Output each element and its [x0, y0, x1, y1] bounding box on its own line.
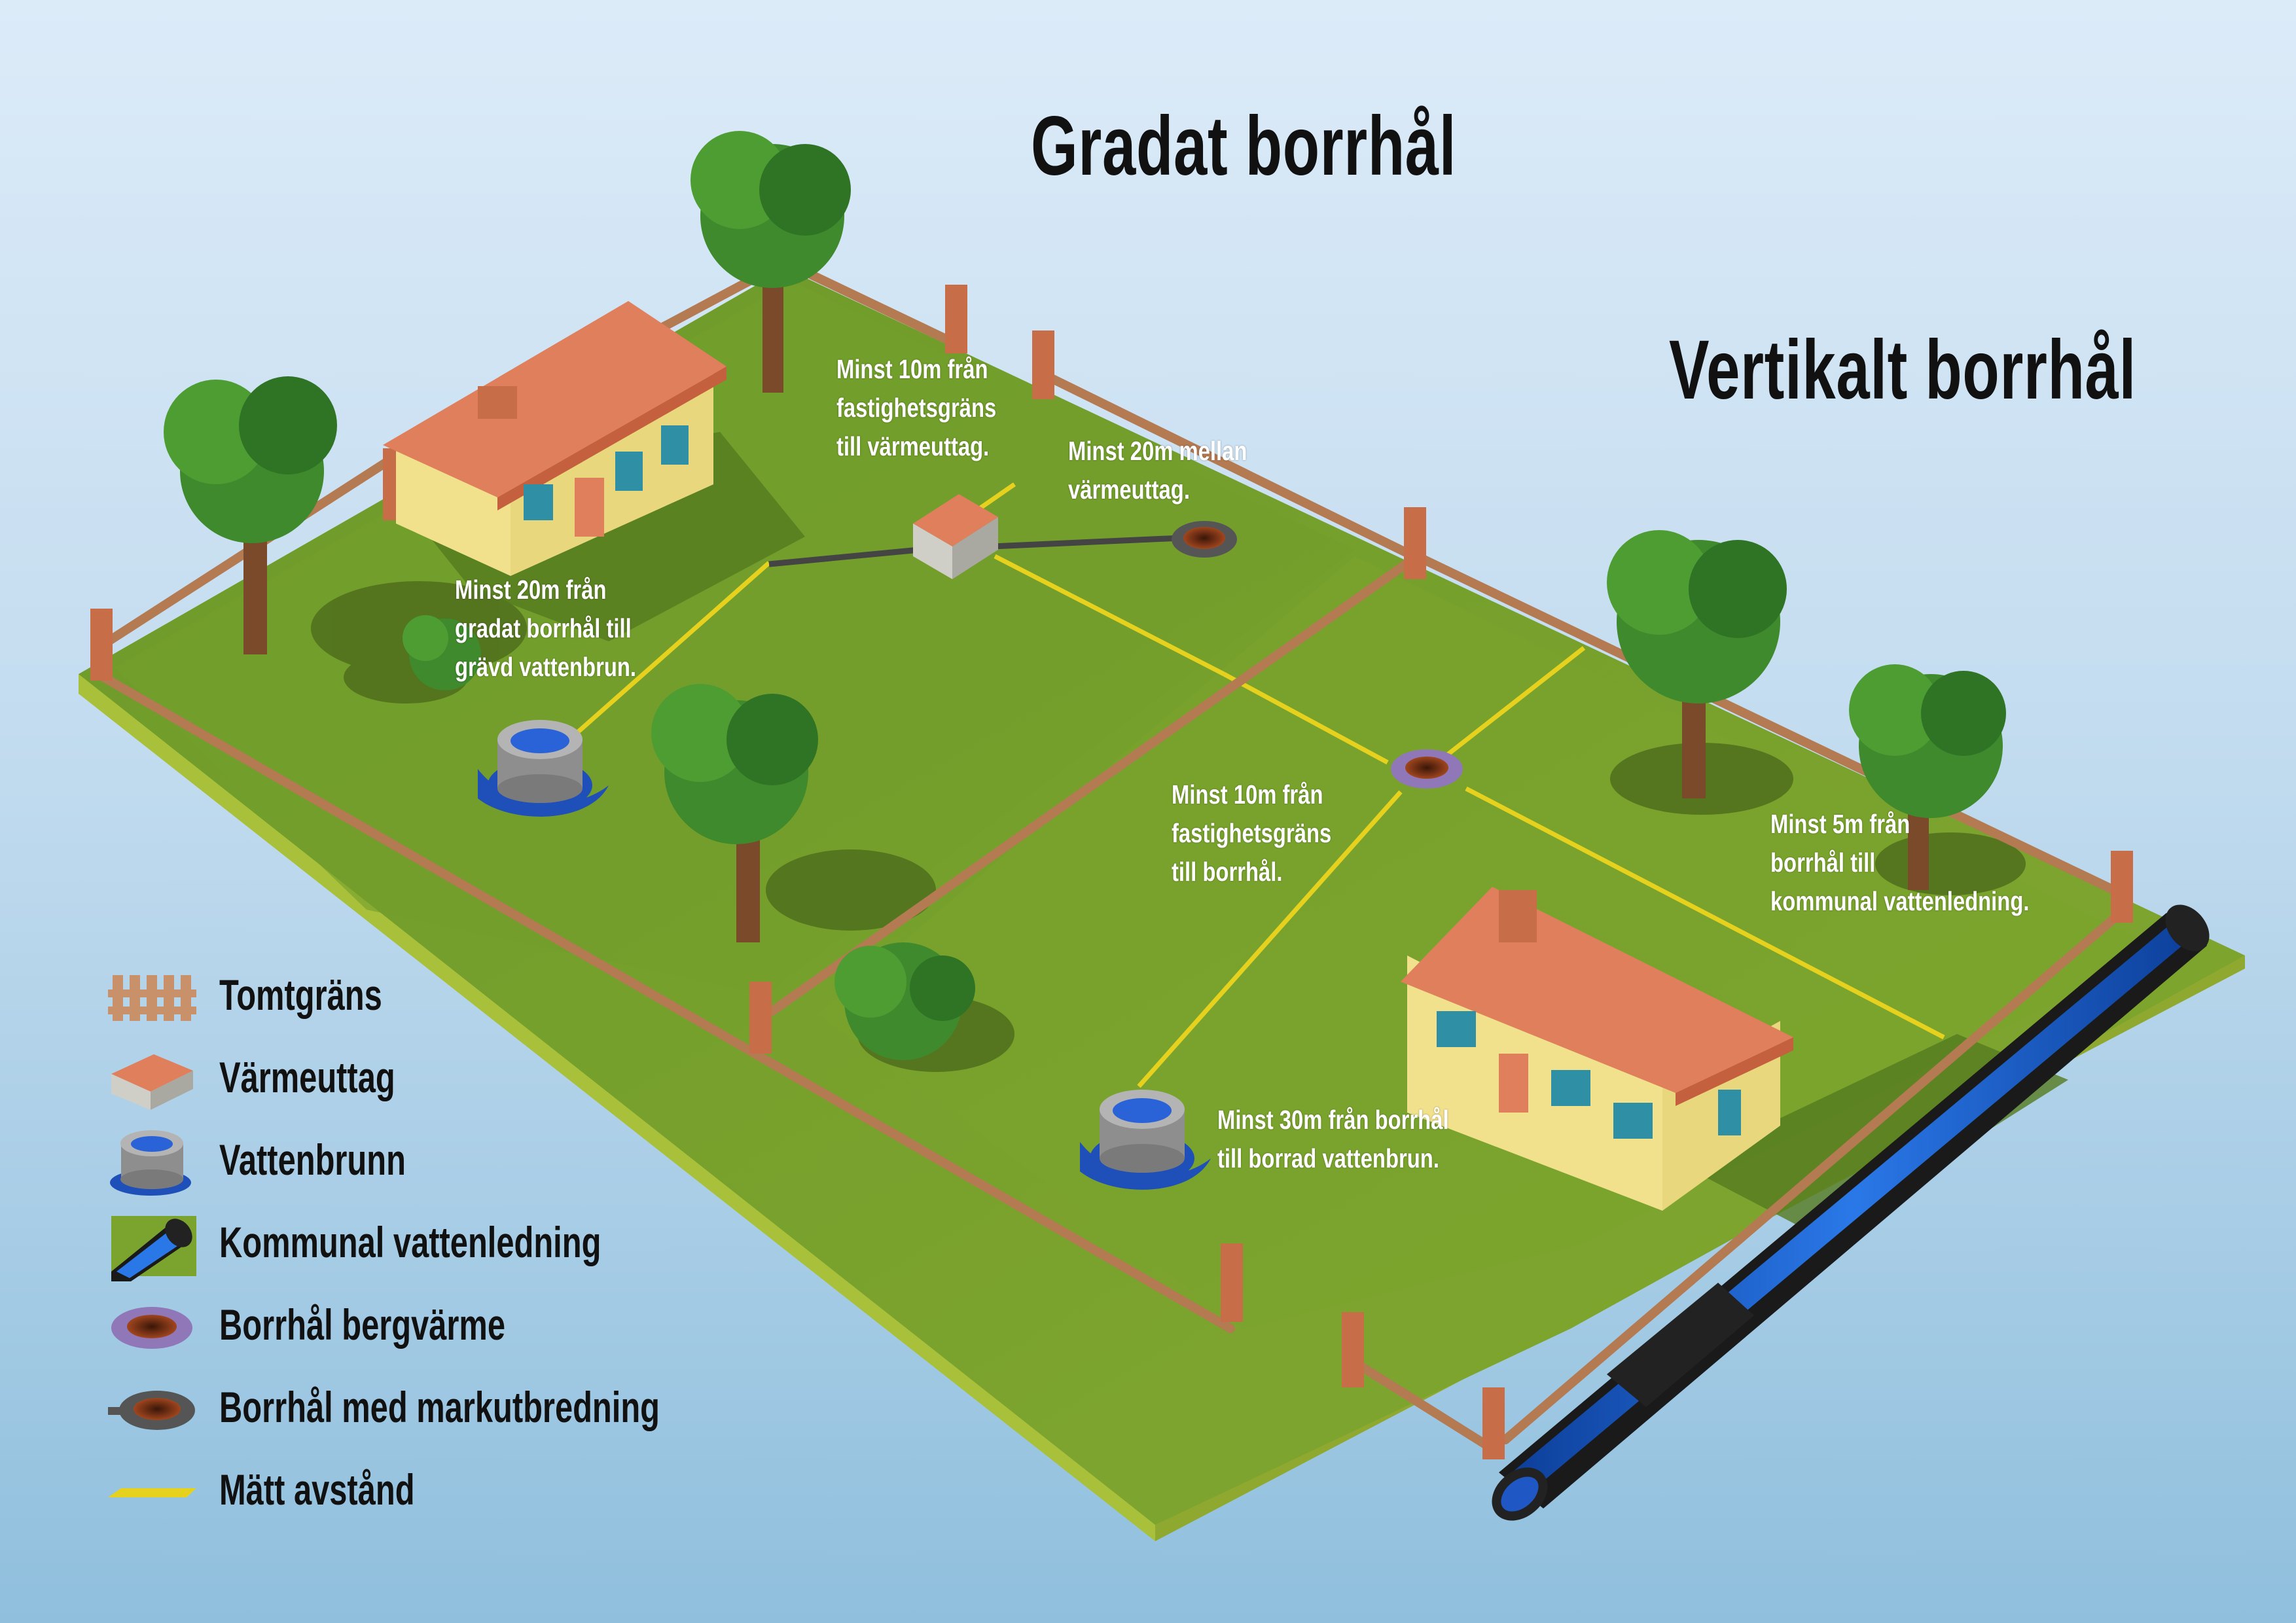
note-line: Minst 5m från [1770, 809, 1910, 839]
plot-left [115, 281, 1355, 995]
geothermal-borehole-icon [111, 1307, 192, 1349]
legend-item-vattenbrunn: Vattenbrunn [105, 1127, 694, 1199]
ground-borehole-icon [108, 1391, 195, 1430]
tree-3 [651, 684, 818, 942]
note-line: fastighetsgräns [836, 393, 997, 423]
note-line: grävd vattenbrun. [455, 652, 637, 682]
note-line: borrhål till [1770, 847, 1876, 878]
note-line: till borrad vattenbrun. [1217, 1143, 1439, 1173]
bush-1 [403, 615, 481, 690]
water-well-2 [1080, 1090, 1211, 1190]
legend-label: Borrhål med markutbredning [219, 1383, 660, 1431]
note-5m-borrhal-vattenledning: Minst 5m från borrhål till kommunal vatt… [1770, 805, 2029, 921]
legend-item-matt-avstand: Mätt avstånd [105, 1457, 694, 1529]
legend-label: Värmeuttag [219, 1053, 395, 1101]
water-well-1 [478, 720, 609, 817]
fence-icon [108, 975, 196, 1021]
ground-borehole [1172, 521, 1237, 558]
note-line: Minst 20m från [455, 575, 607, 605]
note-line: Minst 10m från [836, 354, 988, 384]
geothermal-borehole [1391, 749, 1463, 789]
note-line: Minst 10m från [1172, 779, 1323, 810]
tree-4 [1607, 530, 1787, 798]
note-line: värmeuttag. [1068, 474, 1190, 505]
title-gradat-borrhal: Gradat borrhål [1031, 99, 1457, 193]
note-20m-gradat-borrhal-vattenbrun: Minst 20m från gradat borrhål till grävd… [455, 571, 636, 687]
heat-outlet-icon [111, 1054, 193, 1110]
measured-distance-icon [108, 1488, 196, 1497]
water-pipe [1492, 904, 2210, 1521]
note-line: Minst 20m mellan [1068, 436, 1247, 466]
legend-label: Vattenbrunn [219, 1135, 406, 1184]
bush-2 [834, 942, 975, 1060]
note-30m-borrhal-vattenbrun: Minst 30m från borrhål till borrad vatte… [1217, 1101, 1449, 1178]
tree-5 [1849, 664, 2006, 890]
heat-outlet [913, 494, 998, 579]
water-well-icon [110, 1130, 191, 1196]
legend-item-kommunal-vattenledning: Kommunal vattenledning [105, 1209, 694, 1281]
note-line: Minst 30m från borrhål [1217, 1105, 1449, 1135]
legend-label: Mätt avstånd [219, 1465, 415, 1514]
legend-item-tomtgrans: Tomtgräns [105, 962, 694, 1034]
legend-item-varmeuttag: Värmeuttag [105, 1044, 694, 1116]
note-10m-fastighetsgrans-borrhal: Minst 10m från fastighetsgräns till borr… [1172, 776, 1331, 891]
note-line: till borrhål. [1172, 857, 1283, 887]
note-line: kommunal vattenledning. [1770, 886, 2030, 916]
note-line: till värmeuttag. [836, 431, 990, 461]
house-1 [383, 301, 726, 576]
title-vertikalt-borrhal: Vertikalt borrhål [1669, 323, 2136, 417]
tree-2 [691, 131, 851, 393]
water-pipe-icon [111, 1216, 196, 1281]
legend-item-borrhal-bergvarme: Borrhål bergvärme [105, 1292, 694, 1364]
fence-posts [90, 285, 2133, 1459]
legend-label: Tomtgräns [219, 971, 382, 1019]
legend: Tomtgräns Värmeuttag Vattenbrunn Kommuna… [105, 962, 694, 1538]
house-2 [1401, 887, 1793, 1211]
legend-label: Borrhål bergvärme [219, 1300, 506, 1349]
note-20m-mellan-varmeuttag: Minst 20m mellan värmeuttag. [1068, 432, 1247, 509]
note-line: gradat borrhål till [455, 613, 632, 643]
note-10m-fastighetsgrans-varmeuttag: Minst 10m från fastighetsgräns till värm… [836, 350, 996, 466]
tree-1 [164, 376, 337, 654]
legend-item-borrhal-markutbredning: Borrhål med markutbredning [105, 1374, 694, 1446]
note-line: fastighetsgräns [1172, 818, 1332, 848]
ground-pipe [768, 535, 1182, 567]
legend-label: Kommunal vattenledning [219, 1218, 601, 1266]
